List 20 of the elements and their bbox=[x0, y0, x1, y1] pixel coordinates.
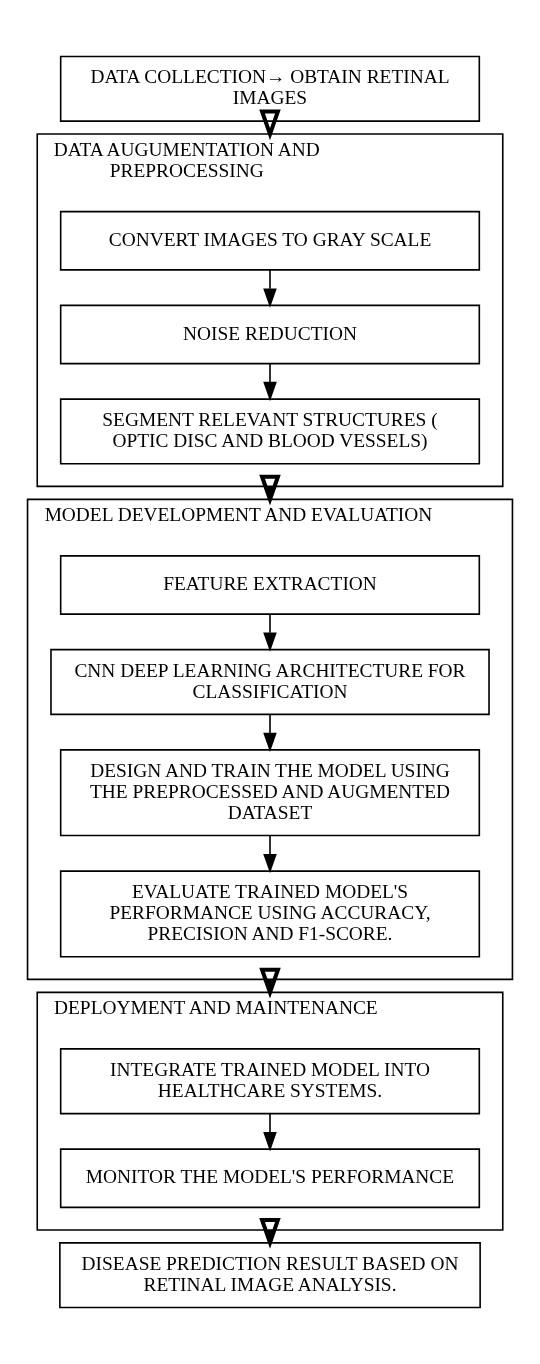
arrow bbox=[259, 967, 281, 999]
node-box: SEGMENT RELEVANT STRUCTURES ( OPTIC DISC AND BLOOD VESSELS) bbox=[59, 398, 481, 465]
node-box: EVALUATE TRAINED MODEL'S PERFORMANCE USING ACCURACY, PRECISION AND F1-SCORE. bbox=[59, 870, 481, 958]
arrow bbox=[263, 713, 277, 753]
node-box: CNN DEEP LEARNING ARCHITECTURE FOR CLASSIFICATION bbox=[50, 648, 490, 716]
arrow bbox=[263, 1113, 277, 1152]
node-box: CONVERT IMAGES TO GRAY SCALE bbox=[59, 210, 481, 271]
node-box: FEATURE EXTRACTION bbox=[59, 555, 481, 615]
arrow bbox=[263, 834, 277, 874]
arrow bbox=[263, 613, 277, 652]
arrow bbox=[259, 1217, 281, 1249]
arrow bbox=[259, 109, 281, 141]
arrow bbox=[263, 269, 277, 308]
node-box: MONITOR THE MODEL'S PERFORMANCE bbox=[59, 1148, 481, 1209]
node-box: NOISE REDUCTION bbox=[59, 304, 481, 365]
node-box: DESIGN AND TRAIN THE MODEL USING THE PREPROCESSED AND AUGMENTED DATASET bbox=[59, 749, 481, 837]
arrow bbox=[259, 474, 281, 506]
arrow bbox=[263, 362, 277, 402]
node-box: INTEGRATE TRAINED MODEL INTO HEALTHCARE SYSTEMS. bbox=[59, 1048, 481, 1115]
node-box: DISEASE PREDICTION RESULT BASED ON RETINAL IMAGE ANALYSIS. bbox=[59, 1242, 481, 1309]
